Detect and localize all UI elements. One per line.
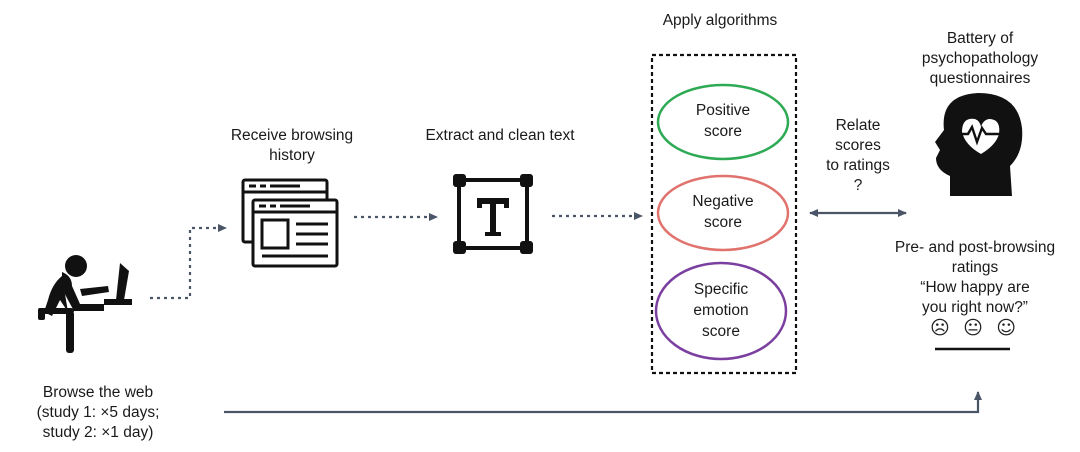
- specific-emotion-score-ellipse: [654, 261, 788, 361]
- ratings-line-1: Pre- and post-browsing: [894, 239, 1056, 256]
- ratings-label: Pre- and post-browsing ratings “How happ…: [880, 238, 1070, 318]
- receive-line-2: history: [269, 147, 315, 164]
- relate-line-3: to ratings: [826, 157, 890, 174]
- negative-line-1: Negative: [692, 193, 754, 210]
- relate-line-2: scores: [835, 137, 881, 154]
- browse-line-3: study 2: ×1 day): [42, 424, 154, 441]
- receive-history-label: Receive browsing history: [212, 126, 372, 166]
- negative-score-ellipse: [656, 174, 790, 252]
- browse-line-1: Browse the web: [42, 384, 154, 401]
- browse-label: Browse the web (study 1: ×5 days; study …: [23, 383, 173, 443]
- arrow-browse-to-ratings: [224, 391, 982, 414]
- browse-line-2: (study 1: ×5 days;: [36, 404, 160, 421]
- relate-line-1: Relate: [835, 117, 881, 134]
- specific-line-2: emotion: [693, 302, 749, 319]
- neutral-face-icon: 😐: [963, 317, 983, 339]
- ratings-line-2: ratings: [951, 259, 999, 276]
- battery-line-1: Battery of: [946, 30, 1014, 47]
- battery-line-3: questionnaires: [929, 70, 1031, 87]
- happy-face-icon: ☺: [996, 317, 1016, 339]
- specific-line-1: Specific: [693, 281, 749, 298]
- arrow-person-to-history: [150, 224, 227, 300]
- person-at-computer-icon: [38, 255, 132, 353]
- battery-line-2: psychopathology: [921, 50, 1039, 67]
- algorithms-title: Apply algorithms: [662, 12, 778, 29]
- positive-score-label: Positive score: [663, 100, 783, 142]
- receive-line-1: Receive browsing: [230, 127, 354, 144]
- ratings-line-4: you right now?”: [922, 299, 1028, 316]
- sad-face-icon: ☹: [930, 317, 950, 339]
- ratings-line-3: “How happy are: [920, 279, 1030, 296]
- extract-label: Extract and clean text: [425, 127, 575, 144]
- browser-windows-icon: [241, 178, 339, 268]
- relate-line-4: ?: [853, 177, 863, 194]
- specific-line-3: score: [702, 323, 740, 340]
- rating-faces: ☹ 😐 ☺: [930, 317, 1016, 339]
- positive-score-ellipse: [656, 83, 790, 161]
- negative-line-2: score: [704, 214, 742, 231]
- negative-score-label: Negative score: [663, 191, 783, 233]
- positive-line-1: Positive: [695, 102, 751, 119]
- positive-line-2: score: [704, 123, 742, 140]
- battery-label: Battery of psychopathology questionnaire…: [895, 29, 1065, 89]
- relate-label: Relate scores to ratings ?: [808, 116, 908, 196]
- specific-emotion-label: Specific emotion score: [661, 279, 781, 342]
- head-heart-icon: [935, 93, 1023, 196]
- algorithms-box: [650, 53, 798, 375]
- text-tool-icon: [453, 174, 533, 254]
